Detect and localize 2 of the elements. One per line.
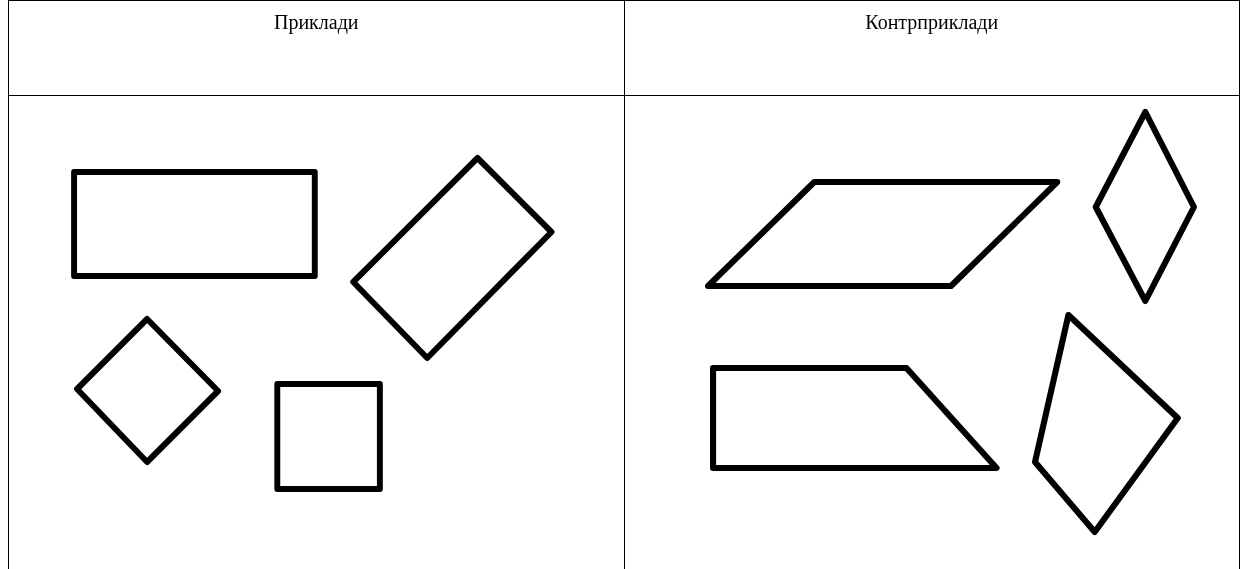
column-header: Приклади — [273, 11, 359, 33]
column-header: Контрприклади — [865, 11, 999, 33]
